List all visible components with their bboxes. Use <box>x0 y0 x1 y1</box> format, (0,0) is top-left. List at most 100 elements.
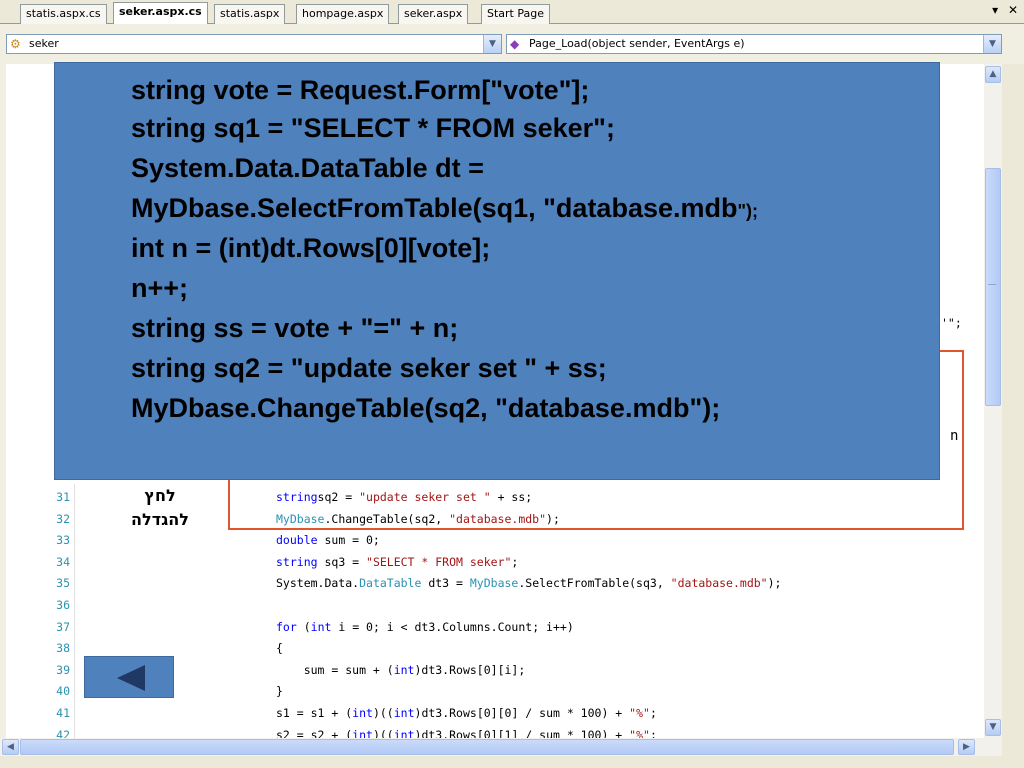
line-number: 38 <box>56 641 70 656</box>
hint-line-2: להגדלה <box>131 510 189 529</box>
code-text: System.Data.DataTable dt3 = MyDbase.Sele… <box>276 572 781 594</box>
code-token: "update seker set " <box>359 490 491 504</box>
tab-seker-aspx[interactable]: seker.aspx <box>398 4 469 24</box>
code-text: stringsq2 = "update seker set " + ss; <box>276 486 532 508</box>
close-icon[interactable]: ✕ <box>1007 3 1018 17</box>
code-token: for <box>276 619 297 634</box>
line-number-separator <box>74 484 75 738</box>
code-token: ; <box>511 554 519 569</box>
tab-statis-aspx[interactable]: statis.aspx <box>214 4 286 24</box>
overlay-line-5: int n = (int)dt.Rows[0][vote]; <box>131 233 491 263</box>
code-line: 33 double sum = 0; <box>40 529 380 551</box>
line-number: 31 <box>56 490 70 504</box>
navigation-bar: ⚙ seker ▼ ◆ Page_Load(object sender, Eve… <box>0 24 1024 64</box>
clipped-code-quote: '"; <box>941 316 962 330</box>
tab-dropdown-icon[interactable]: ▾ <box>992 3 999 17</box>
code-line: 40} <box>40 680 283 702</box>
code-token: ( <box>296 619 311 634</box>
code-token: i = 0; i < dt3.Columns.Count; i++) <box>331 619 574 634</box>
class-combo-value: seker <box>29 37 59 50</box>
vertical-scrollbar[interactable]: ▲ ▼ <box>984 64 1002 738</box>
code-token: MyDbase <box>469 576 519 591</box>
editor-margin <box>0 64 6 738</box>
code-line: 37 for (int i = 0; i < dt3.Columns.Count;… <box>40 616 574 638</box>
code-token: ; <box>649 706 657 720</box>
line-number: 37 <box>56 619 70 634</box>
code-token: )(( <box>372 706 394 720</box>
code-token: string <box>276 490 318 504</box>
tab-hompage-aspx[interactable]: hompage.aspx <box>296 4 390 24</box>
code-token: ); <box>767 576 782 591</box>
horizontal-scrollbar[interactable]: ◀ ▶ <box>0 738 1002 756</box>
code-text: double sum = 0; <box>276 529 380 551</box>
code-token: int <box>393 706 415 720</box>
scroll-down-icon[interactable]: ▼ <box>985 719 1001 736</box>
code-text: MyDbase.ChangeTable(sq2, "database.mdb")… <box>276 508 560 530</box>
tab-seker-aspx-cs[interactable]: seker.aspx.cs <box>113 2 208 24</box>
vertical-scroll-thumb[interactable] <box>985 168 1001 406</box>
code-token: DataTable <box>359 576 422 591</box>
code-token: "%" <box>629 706 650 720</box>
member-combo[interactable]: ◆ Page_Load(object sender, EventArgs e) … <box>506 34 1002 54</box>
code-line: 38 { <box>40 637 283 659</box>
back-button[interactable] <box>84 656 174 698</box>
code-line: 31 stringsq2 = "update seker set " + ss; <box>40 486 532 508</box>
code-token: dt3 = <box>421 576 470 591</box>
line-number: 34 <box>56 554 70 569</box>
code-token: int <box>310 619 332 634</box>
line-number: 33 <box>56 533 70 548</box>
tab-start-page[interactable]: Start Page <box>481 4 550 24</box>
code-token: sum = 0; <box>317 533 380 548</box>
line-number: 40 <box>56 684 70 699</box>
zoomed-code-callout[interactable]: string vote = Request.Form["vote"]; stri… <box>54 62 940 480</box>
code-token: sum = sum + ( <box>276 662 394 677</box>
tab-statis-aspx-cs[interactable]: statis.aspx.cs <box>20 4 107 24</box>
code-token: double <box>276 533 318 548</box>
code-text: sum = sum + (int)dt3.Rows[0][i]; <box>276 659 526 681</box>
code-token: + ss; <box>490 490 533 504</box>
code-token: sq3 = <box>317 554 367 569</box>
code-text: } <box>276 680 283 702</box>
code-line: 34 string sq3 = "SELECT * FROM seker"; <box>40 551 518 573</box>
code-token: { <box>276 641 283 656</box>
horizontal-scroll-thumb[interactable] <box>20 739 954 755</box>
right-frame <box>1002 64 1024 756</box>
code-line: 39 sum = sum + (int)dt3.Rows[0][i]; <box>40 659 525 681</box>
click-to-enlarge-label: לחץ להגדלה <box>100 484 220 532</box>
scroll-up-icon[interactable]: ▲ <box>985 66 1001 83</box>
code-token: MyDbase <box>276 511 325 526</box>
class-icon: ⚙ <box>10 37 21 51</box>
scroll-right-icon[interactable]: ▶ <box>958 739 975 755</box>
line-number: 36 <box>56 598 70 612</box>
overlay-line-6: n++; <box>131 273 189 303</box>
clipped-code-n: n <box>950 428 959 444</box>
code-token: )dt3.Rows[0][i]; <box>414 662 526 677</box>
code-token: "database.mdb" <box>449 511 547 526</box>
code-token: )dt3.Rows[0][0] / sum * 100) + <box>414 706 630 720</box>
overlay-line-8: string sq2 = "update seker set " + ss; <box>131 353 607 383</box>
code-text: s1 = s1 + (int)((int)dt3.Rows[0][0] / su… <box>276 702 657 724</box>
line-number: 41 <box>56 706 70 720</box>
document-tab-strip: statis.aspx.cs seker.aspx.cs statis.aspx… <box>0 0 1024 24</box>
code-text: for (int i = 0; i < dt3.Columns.Count; i… <box>276 616 574 638</box>
code-token: ; <box>649 727 657 742</box>
overlay-line-7: string ss = vote + "=" + n; <box>131 313 459 343</box>
overlay-line-1: string vote = Request.Form["vote"]; <box>131 75 590 105</box>
status-strip <box>0 756 1024 768</box>
scroll-grip <box>988 284 996 285</box>
line-number: 39 <box>56 662 70 677</box>
overlay-line-2: string sq1 = "SELECT * FROM seker"; <box>131 113 615 143</box>
method-icon: ◆ <box>510 37 520 51</box>
overlay-line-4: MyDbase.SelectFromTable(sq1, "database.m… <box>131 189 758 230</box>
chevron-down-icon[interactable]: ▼ <box>483 35 501 53</box>
overlay-line-4-tail: "); <box>737 201 759 221</box>
scroll-left-icon[interactable]: ◀ <box>2 739 19 755</box>
code-token: int <box>393 662 415 677</box>
chevron-down-icon[interactable]: ▼ <box>983 35 1001 53</box>
class-combo[interactable]: ⚙ seker ▼ <box>6 34 502 54</box>
code-text: string sq3 = "SELECT * FROM seker"; <box>276 551 518 573</box>
overlay-line-9: MyDbase.ChangeTable(sq2, "database.mdb")… <box>131 393 721 423</box>
hint-line-1: לחץ <box>144 486 176 505</box>
